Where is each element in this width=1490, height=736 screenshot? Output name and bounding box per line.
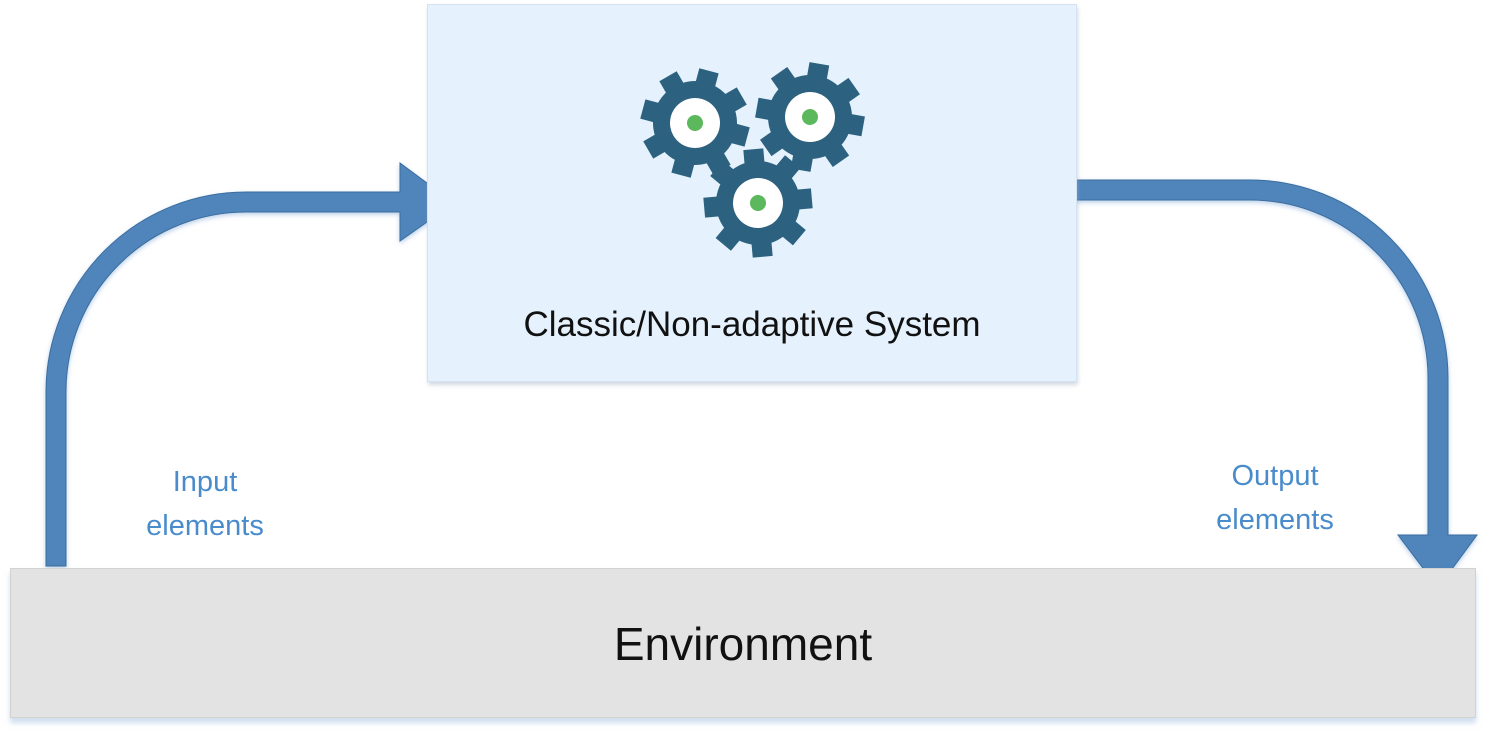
input-elements-label: Input elements [120, 460, 290, 548]
output-label-line2: elements [1216, 504, 1334, 536]
environment-box: Environment [10, 568, 1476, 718]
environment-label: Environment [613, 618, 873, 670]
input-label-line2: elements [146, 510, 264, 542]
output-elements-label: Output elements [1190, 454, 1360, 542]
gear-right [747, 55, 873, 180]
input-label-line1: Input [172, 466, 238, 498]
gears-icon [638, 55, 873, 262]
output-label-line1: Output [1231, 460, 1319, 492]
system-label: Classic/Non-adaptive System [523, 305, 981, 344]
system-box: Classic/Non-adaptive System [427, 4, 1077, 382]
